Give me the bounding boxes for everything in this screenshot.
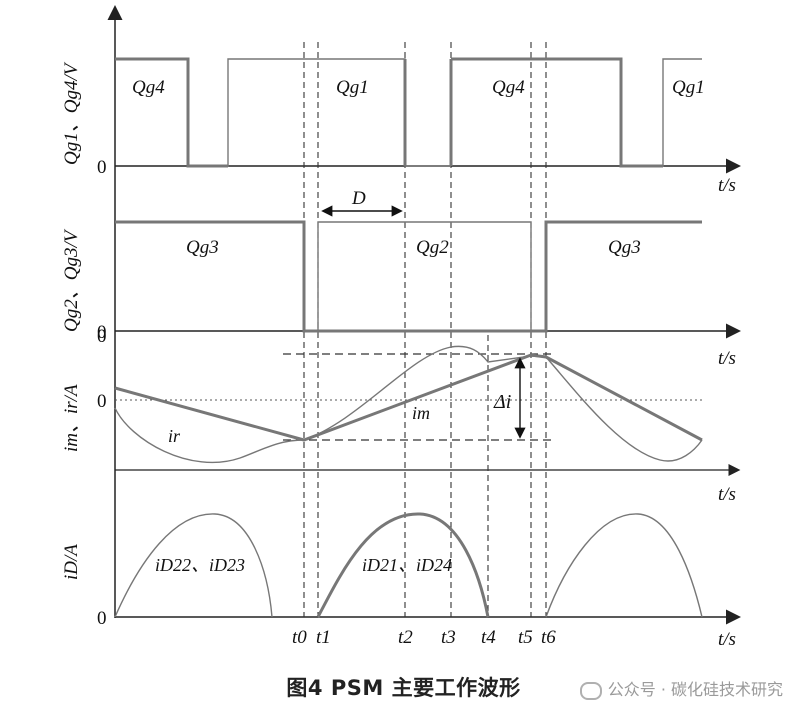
figure-caption: 图4 PSM 主要工作波形 <box>0 672 807 702</box>
panel3: Δi ir im 0 0 t/s im、ir/A <box>61 326 736 505</box>
ir-label: ir <box>168 426 181 446</box>
qg2-waveform <box>317 221 532 331</box>
time-label-t3: t3 <box>441 627 456 648</box>
qg3-label-1: Qg3 <box>186 237 219 258</box>
panel2-zero: 0 <box>97 322 107 343</box>
qg2-label: Qg2 <box>416 237 449 258</box>
panel1-xlabel: t/s <box>718 175 736 196</box>
watermark: 公众号 · 碳化硅技术研究 <box>579 676 783 700</box>
panel1: Qg4 Qg1 Qg4 Qg1 0 t/s Qg1、Qg4/V <box>61 57 736 196</box>
qg4-label-2: Qg4 <box>492 77 525 98</box>
im-waveform <box>114 353 703 442</box>
panel3-zero-mid: 0 <box>97 391 107 412</box>
psm-waveform-figure: Qg4 Qg1 Qg4 Qg1 0 t/s Qg1、Qg4/V D Qg3 Qg… <box>61 5 741 650</box>
qg4-label-1: Qg4 <box>132 77 165 98</box>
panel2-ylabel: Qg2、Qg3/V <box>61 228 82 332</box>
time-label-t5: t5 <box>518 627 533 648</box>
time-label-t0: t0 <box>292 627 307 648</box>
panel4-zero: 0 <box>97 608 107 629</box>
deadtime-label: D <box>351 188 366 209</box>
id22-id23-arch-1 <box>114 513 273 618</box>
panel4-ylabel: iD/A <box>61 544 82 580</box>
time-label-t4: t4 <box>481 627 496 648</box>
qg1-label-2: Qg1 <box>672 77 705 98</box>
panel2-xlabel: t/s <box>718 348 736 369</box>
time-label-t6: t6 <box>541 627 556 648</box>
id22-id23-label: iD22、iD23 <box>155 555 245 575</box>
time-label-t2: t2 <box>398 627 413 648</box>
panel3-zero-top: 0 <box>97 326 107 347</box>
qg3-label-2: Qg3 <box>608 237 641 258</box>
id21-id24-label: iD21、iD24 <box>362 555 452 575</box>
qg1-label-1: Qg1 <box>336 77 369 98</box>
ir-waveform <box>114 345 703 464</box>
panel1-ylabel: Qg1、Qg4/V <box>61 61 82 165</box>
watermark-text: 公众号 · 碳化硅技术研究 <box>607 680 783 699</box>
wechat-icon <box>579 681 602 700</box>
id21-id24-arch <box>316 512 490 618</box>
panel4: iD22、iD23 iD21、iD24 0 t/s iD/A t0 t1 t2 … <box>61 512 736 650</box>
caption-title: PSM 主要工作波形 <box>330 676 521 700</box>
time-label-t1: t1 <box>316 627 331 648</box>
delta-i-label: Δi <box>493 391 511 413</box>
id22-id23-arch-2 <box>545 513 703 618</box>
qg1-waveform <box>188 58 702 167</box>
panel1-zero: 0 <box>97 157 107 178</box>
panel3-ylabel: im、ir/A <box>61 384 82 452</box>
im-label: im <box>412 403 430 423</box>
caption-number: 图4 <box>286 676 324 700</box>
panel2: D Qg3 Qg2 Qg3 0 t/s Qg2、Qg3/V <box>61 188 736 369</box>
panel3-xlabel: t/s <box>718 484 736 505</box>
panel4-xlabel: t/s <box>718 629 736 650</box>
qg4-waveform <box>115 57 663 168</box>
